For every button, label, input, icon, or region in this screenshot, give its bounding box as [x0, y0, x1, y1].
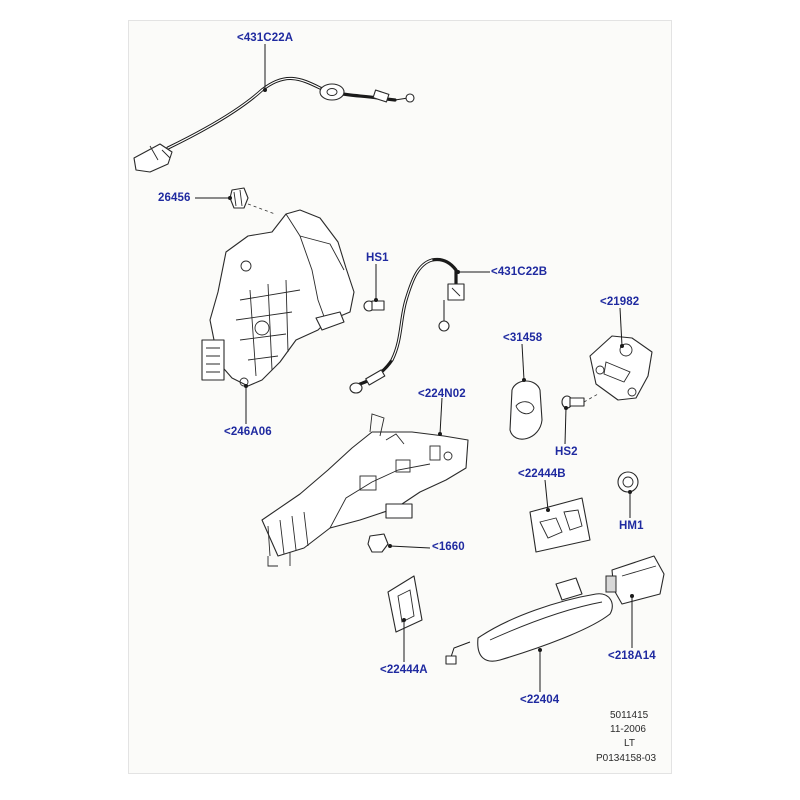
callout-HS2[interactable]: HS2 — [555, 446, 578, 458]
plug-HM1 — [617, 471, 639, 493]
screw-HS2 — [561, 393, 599, 409]
callout-431C22B[interactable]: <431C22B — [491, 266, 548, 278]
cable-431C22B — [349, 257, 465, 394]
callout-HM1[interactable]: HM1 — [619, 520, 644, 532]
callout-246A06[interactable]: <246A06 — [224, 426, 272, 438]
callout-1660[interactable]: <1660 — [432, 541, 465, 553]
cover-218A14 — [605, 555, 665, 605]
callout-31458[interactable]: <31458 — [503, 332, 543, 344]
gasket-31458 — [509, 380, 543, 440]
gasket-22444A — [387, 575, 423, 633]
callout-431C22A[interactable]: <431C22A — [237, 32, 294, 44]
callout-22404[interactable]: <22404 — [520, 694, 560, 706]
callout-26456[interactable]: 26456 — [158, 192, 191, 204]
callout-218A14[interactable]: <218A14 — [608, 650, 656, 662]
handle-22404 — [445, 577, 613, 665]
footer-date: 11-2006 — [610, 724, 646, 735]
carrier-224N02 — [261, 413, 469, 567]
latch-246A06 — [201, 209, 355, 387]
clip-26456 — [229, 187, 276, 215]
drawing-frame — [128, 20, 672, 774]
screw-HS1 — [363, 300, 385, 312]
callout-22444B[interactable]: <22444B — [518, 468, 566, 480]
footer-illustration-id: P0134158-03 — [596, 753, 657, 764]
striker-21982 — [589, 335, 653, 401]
callout-224N02[interactable]: <224N02 — [418, 388, 466, 400]
callout-22444A[interactable]: <22444A — [380, 664, 428, 676]
callout-21982[interactable]: <21982 — [600, 296, 640, 308]
footer-part-number: 5011415 — [610, 710, 649, 721]
cable-431C22A — [133, 76, 415, 173]
footer-region: LT — [624, 738, 635, 749]
leader-lines — [195, 44, 634, 692]
callout-HS1[interactable]: HS1 — [366, 252, 389, 264]
gasket-22444B — [529, 497, 591, 553]
pin-1660 — [367, 533, 389, 553]
